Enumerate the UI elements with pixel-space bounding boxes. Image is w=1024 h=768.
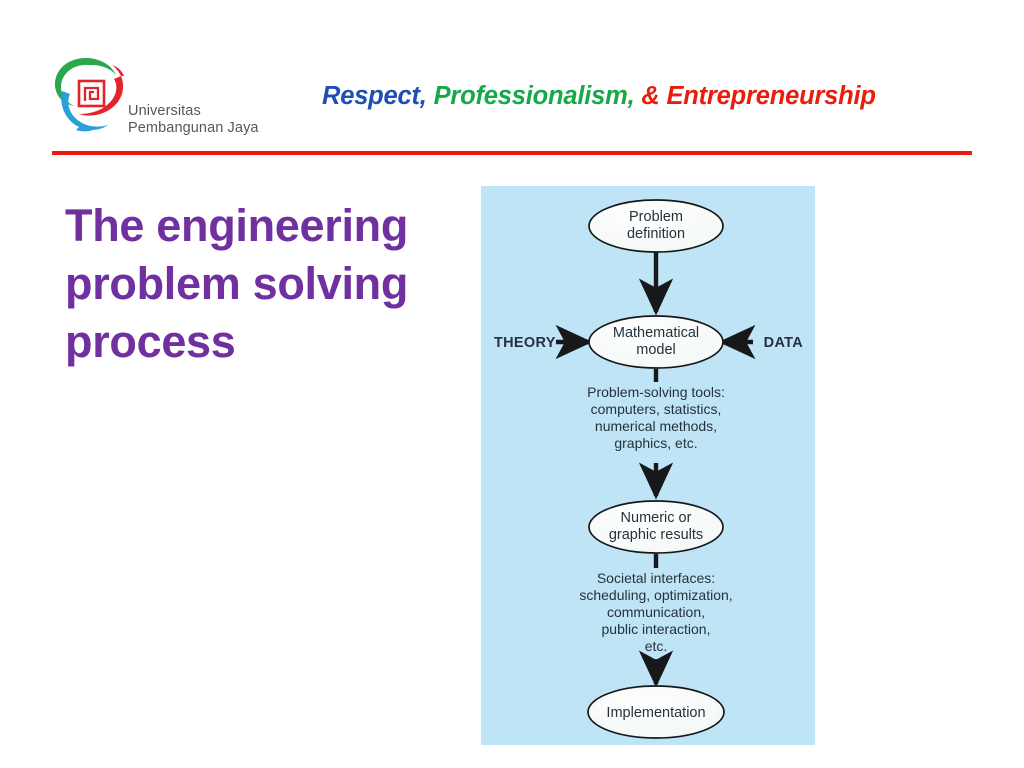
logo-wordmark: Universitas Pembangunan Jaya: [128, 103, 259, 137]
annotation-societal-line3: communication,: [607, 604, 705, 620]
annotation-societal-line5: etc.: [645, 638, 668, 654]
node-mathematical-model-line1: Mathematical: [613, 325, 699, 341]
annotation-tools-line3: numerical methods,: [595, 418, 717, 434]
page-title-line1: The engineering: [65, 200, 409, 251]
node-numeric-graphic-results: [588, 500, 724, 554]
annotation-societal-line1: Societal interfaces:: [597, 570, 715, 586]
tagline-entrepreneurship: & Entrepreneurship: [641, 82, 876, 110]
annotation-societal-line2: scheduling, optimization,: [579, 587, 732, 603]
slide-tagline: Respect, Professionalism, & Entrepreneur…: [322, 82, 876, 111]
label-data: DATA: [764, 335, 804, 351]
node-mathematical-model: [588, 315, 724, 369]
page-title: The engineering problem solving process: [65, 197, 465, 371]
node-implementation-line1: Implementation: [606, 705, 705, 721]
node-problem-definition-line1: Problem: [629, 209, 683, 225]
node-numeric-graphic-results-line1: Numeric or: [621, 510, 692, 526]
node-problem-definition-line2: definition: [627, 226, 685, 242]
header-divider-rule: [52, 151, 972, 155]
tagline-professionalism: Professionalism,: [433, 82, 635, 110]
logo-wordmark-line1: Universitas: [128, 103, 201, 119]
logo-wordmark-line2: Pembangunan Jaya: [128, 120, 259, 136]
university-logo-icon: [54, 57, 124, 132]
annotation-tools-line2: computers, statistics,: [591, 401, 722, 417]
page-title-line3: process: [65, 316, 236, 367]
node-mathematical-model-line2: model: [636, 342, 676, 358]
brand-logo: Universitas Pembangunan Jaya: [52, 55, 267, 145]
engineering-problem-solving-diagram: Problem definition Mathematical model TH…: [481, 186, 815, 745]
annotation-tools-line1: Problem-solving tools:: [587, 384, 725, 400]
node-implementation: [587, 685, 725, 739]
label-theory: THEORY: [494, 335, 556, 351]
node-numeric-graphic-results-line2: graphic results: [609, 527, 703, 543]
page-title-line2: problem solving: [65, 258, 409, 309]
tagline-respect: Respect,: [322, 82, 427, 110]
node-problem-definition: [588, 199, 724, 253]
diagram-canvas: Problem definition Mathematical model TH…: [494, 199, 804, 739]
annotation-tools-line4: graphics, etc.: [614, 435, 697, 451]
annotation-societal-line4: public interaction,: [602, 621, 711, 637]
slide-header: Universitas Pembangunan Jaya Respect, Pr…: [0, 0, 1024, 160]
